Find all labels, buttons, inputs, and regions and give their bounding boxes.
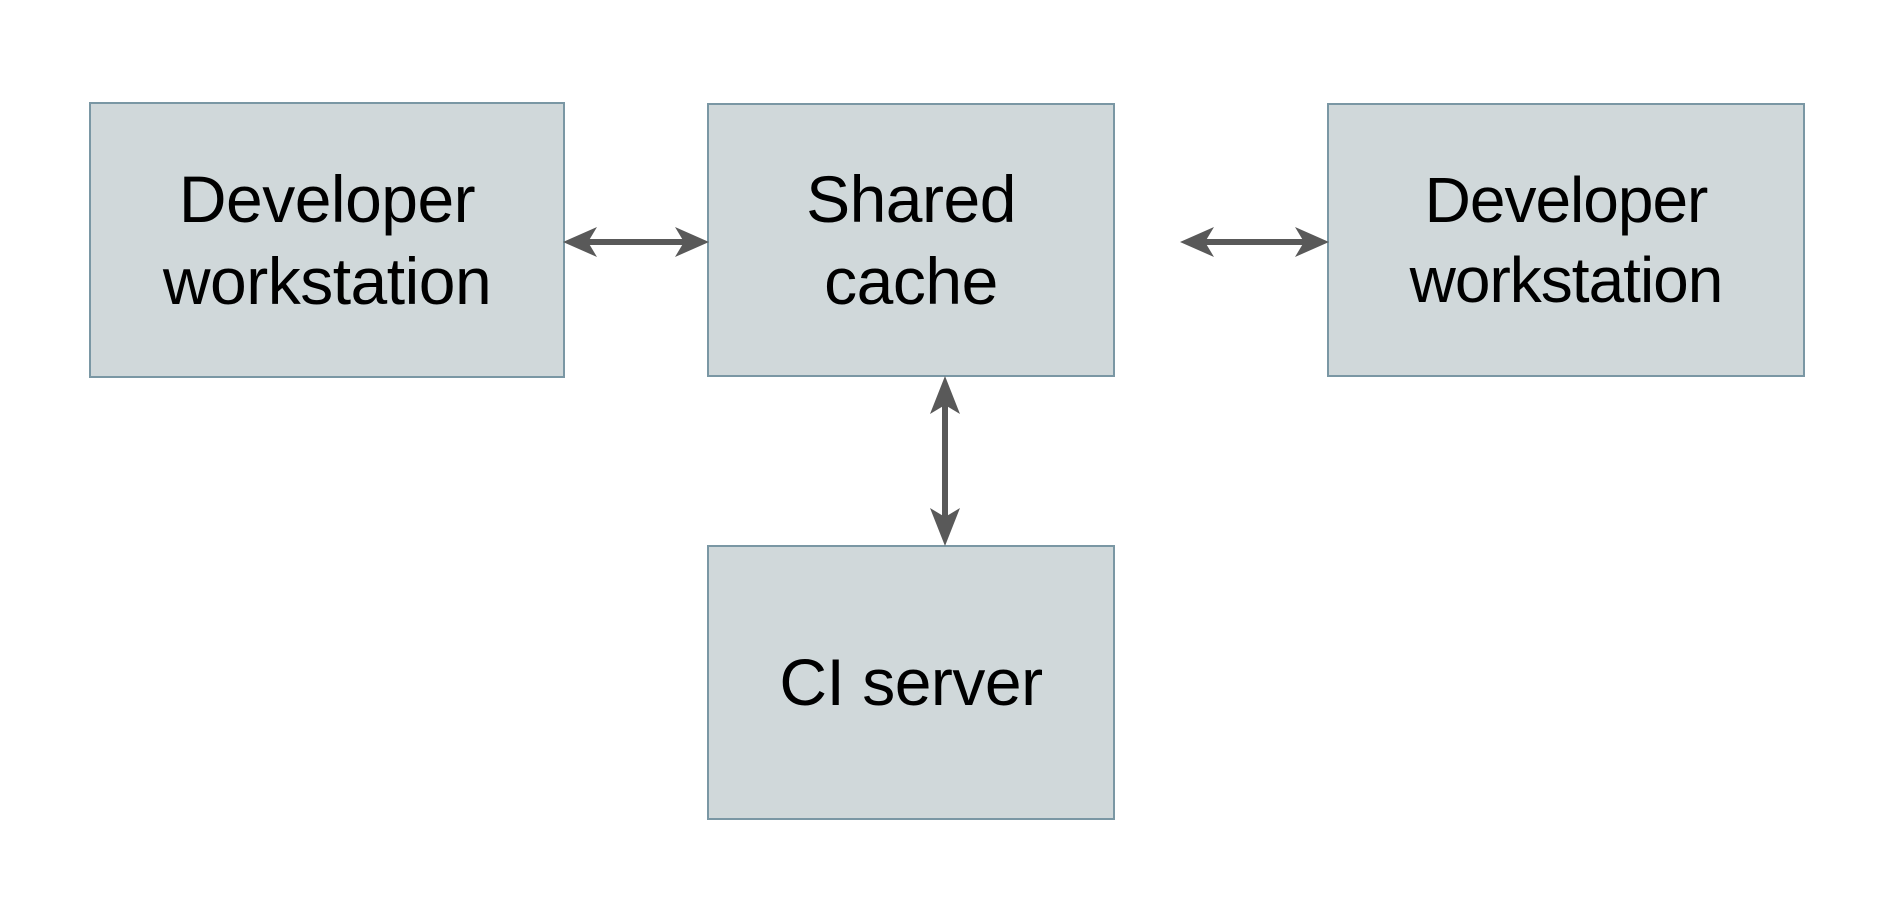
double-arrow-vertical-icon [930, 376, 960, 546]
node-label: Developer workstation [1409, 164, 1724, 316]
node-ci-server[interactable]: CI server [707, 545, 1115, 820]
node-shared-cache[interactable]: Shared cache [707, 103, 1115, 377]
edge-shared-cache-to-developer-right [1180, 213, 1329, 271]
node-label: CI server [779, 645, 1043, 720]
edge-developer-left-to-shared-cache [563, 213, 709, 271]
node-developer-workstation-left[interactable]: Developer workstation [89, 102, 565, 378]
node-developer-workstation-right[interactable]: Developer workstation [1327, 103, 1805, 377]
double-arrow-horizontal-icon [1180, 227, 1329, 257]
edge-shared-cache-to-ci-server [916, 376, 974, 546]
node-label: Shared cache [806, 161, 1016, 319]
double-arrow-horizontal-icon [563, 227, 709, 257]
node-label: Developer workstation [162, 161, 492, 319]
